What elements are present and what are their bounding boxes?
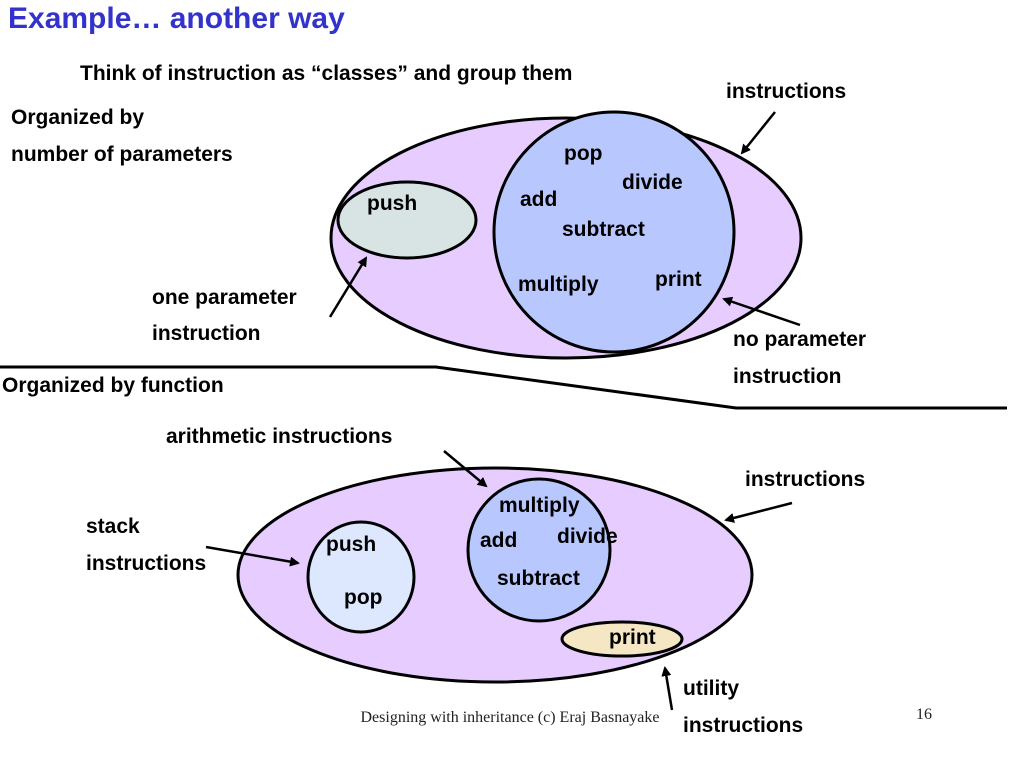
stack-label-line2: instructions <box>86 552 207 575</box>
arrow-no-parameter <box>722 296 801 327</box>
top-push-ellipse <box>336 180 478 260</box>
top-heading-line2: number of parameters <box>11 143 233 166</box>
bottom-stack-ellipse <box>306 520 416 634</box>
arrow-top-instructions <box>740 111 776 155</box>
one-parameter-label-line2: instruction <box>152 322 261 345</box>
arrow-arithmetic <box>443 450 488 488</box>
arrow-bottom-instructions <box>724 501 793 523</box>
slide-subtitle: Think of instruction as “classes” and gr… <box>80 62 573 85</box>
top-no-parameter-circle <box>492 110 736 354</box>
slide-title: Example… another way <box>8 2 345 35</box>
arithmetic-label: arithmetic instructions <box>166 425 393 448</box>
stack-item-pop: pop <box>344 586 383 609</box>
page-number: 16 <box>916 706 932 723</box>
one-parameter-label-line1: one parameter <box>152 286 297 309</box>
utility-label-line2: instructions <box>683 714 804 737</box>
arrow-utility <box>661 666 674 711</box>
top-push-item: push <box>367 192 418 215</box>
top-item-divide: divide <box>622 171 683 194</box>
top-item-add: add <box>520 188 558 211</box>
arrow-stack <box>205 545 300 567</box>
bottom-utility-ellipse <box>560 620 684 658</box>
bottom-instructions-label: instructions <box>745 468 866 491</box>
arrow-one-parameter <box>328 256 368 318</box>
top-item-print: print <box>655 268 702 291</box>
section-divider <box>0 365 1007 410</box>
stack-item-push: push <box>326 533 377 556</box>
arith-item-subtract: subtract <box>497 567 580 590</box>
top-heading-line1: Organized by <box>11 106 145 129</box>
top-item-subtract: subtract <box>562 218 645 241</box>
arith-item-divide: divide <box>557 525 618 548</box>
arith-item-multiply: multiply <box>499 494 580 517</box>
bottom-heading: Organized by function <box>2 374 224 397</box>
top-item-multiply: multiply <box>518 273 599 296</box>
bottom-arithmetic-circle <box>466 477 612 623</box>
stack-label-line1: stack <box>86 515 140 538</box>
top-item-pop: pop <box>564 142 603 165</box>
utility-item-print: print <box>609 626 656 649</box>
no-parameter-label-line2: instruction <box>733 365 842 388</box>
slide-footer: Designing with inheritance (c) Eraj Basn… <box>360 709 660 726</box>
no-parameter-label-line1: no parameter <box>733 328 867 351</box>
utility-label-line1: utility <box>683 677 739 700</box>
top-instructions-label: instructions <box>726 80 847 103</box>
arith-item-add: add <box>480 529 518 552</box>
